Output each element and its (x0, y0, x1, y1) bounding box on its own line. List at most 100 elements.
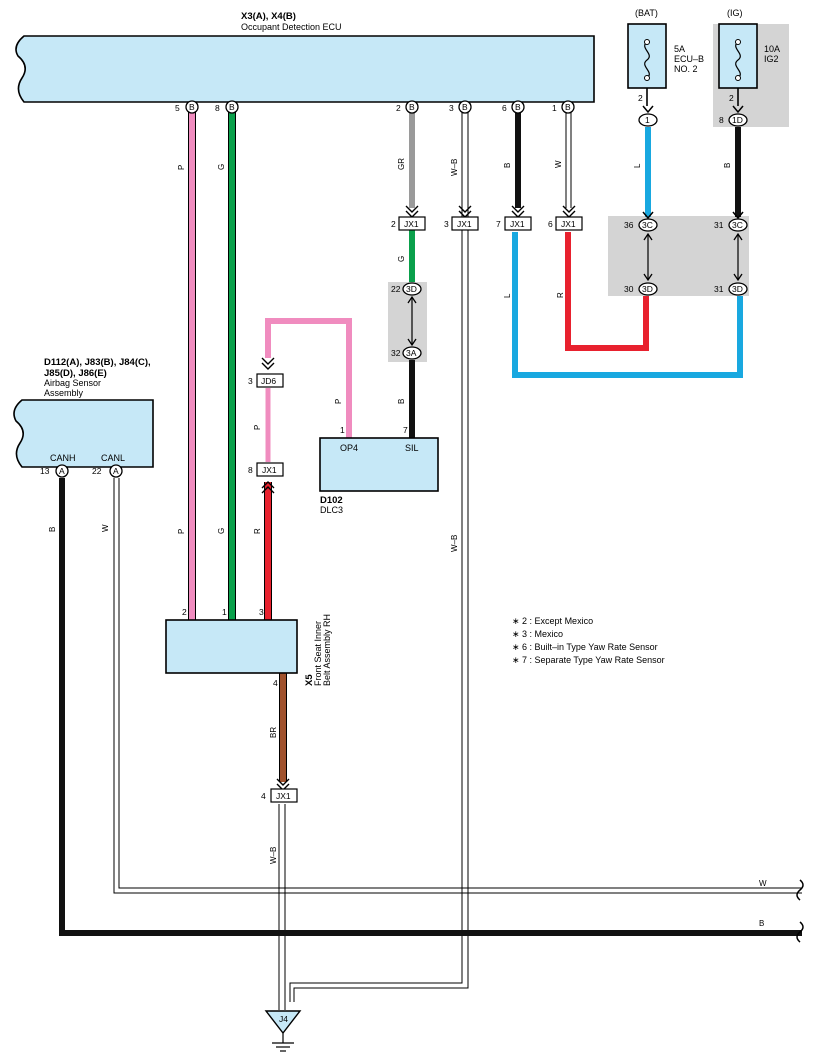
x5-label: X5 Front Seat Inner Belt Assembly RH (304, 614, 332, 686)
svg-text:3: 3 (248, 376, 253, 386)
junction-connector-area-3c-3d (608, 216, 749, 296)
svg-text:B: B (189, 102, 195, 112)
ig-fuse-name: IG2 (764, 54, 779, 64)
bat-fuse-pin: 2 (638, 93, 643, 103)
svg-text:B: B (515, 102, 521, 112)
wire-label-p-op4: P (334, 399, 343, 404)
fuse-ecu-b-no2 (627, 23, 667, 106)
ecu-pin-6: 6 B (502, 100, 525, 114)
svg-text:6: 6 (502, 103, 507, 113)
ecu-pin-1: 1 B (552, 100, 575, 114)
svg-text:36: 36 (624, 220, 634, 230)
x5-pin-3: 3 (259, 607, 264, 617)
junction-3d-30: 3D 30 (624, 282, 658, 296)
dlc3-sil-pin: 7 (403, 425, 408, 435)
ecu-name: Occupant Detection ECU (241, 22, 342, 32)
svg-text:2: 2 (391, 219, 396, 229)
wire-label-p-bottom: P (177, 529, 186, 534)
svg-text:3A: 3A (406, 348, 417, 358)
svg-text:JX1: JX1 (404, 219, 419, 229)
airbag-pin-canl: 22 A (92, 464, 123, 478)
wire-label-b-ecu: B (503, 163, 512, 168)
ig-fuse-rating: 10A (764, 44, 780, 54)
svg-text:3D: 3D (732, 284, 743, 294)
svg-text:2: 2 (396, 103, 401, 113)
jd6-connector: JD6 3 (248, 357, 284, 388)
bat-fuse-name: ECU–B (674, 54, 704, 64)
junction-3c-36: 3C 36 (624, 211, 658, 232)
svg-text:3: 3 (444, 219, 449, 229)
junction-3d-22: 3D 22 (391, 282, 422, 296)
airbag-canl: CANL (101, 453, 125, 463)
wire-label-l-jx1: L (503, 293, 512, 298)
svg-text:4: 4 (261, 791, 266, 801)
front-seat-inner-belt-assembly (165, 619, 298, 674)
jx1-pin-7: JX1 7 (496, 205, 532, 231)
wire-label-b-right: B (759, 919, 764, 928)
jx1-pin-8: JX1 8 (248, 462, 284, 494)
svg-text:1: 1 (645, 115, 650, 125)
svg-text:6: 6 (548, 219, 553, 229)
bat-fuse-name2: NO. 2 (674, 64, 698, 74)
svg-text:31: 31 (714, 284, 724, 294)
note-2: ∗ 3 : Mexico (512, 629, 563, 639)
wire-label-w-canl: W (101, 524, 110, 532)
wire-label-r-x5: R (253, 528, 262, 534)
wire-label-b-sil: B (397, 399, 406, 404)
ig-supply-label: (IG) (727, 8, 743, 18)
ecu-pins: 5 B 8 B 2 B 3 B 6 B 1 B (175, 100, 575, 114)
wire-label-g-top: G (217, 164, 226, 170)
note-3: ∗ 6 : Built–in Type Yaw Rate Sensor (512, 642, 658, 652)
x5-pin-4: 4 (273, 678, 278, 688)
wire-p-jd6-op4 (265, 318, 352, 462)
svg-text:22: 22 (92, 466, 102, 476)
dlc3-op4-pin: 1 (340, 425, 345, 435)
airbag-sensor-assembly (13, 399, 154, 468)
svg-text:8: 8 (248, 465, 253, 475)
wire-b-canh (59, 478, 804, 943)
x5-pin-1: 1 (222, 607, 227, 617)
svg-text:B: B (229, 102, 235, 112)
svg-text:JX1: JX1 (262, 465, 277, 475)
fuse-ig2 (718, 23, 758, 106)
svg-text:3D: 3D (642, 284, 653, 294)
wire-l-jx1-3d (512, 232, 743, 378)
wire-w-ecu-jx1 (565, 112, 572, 208)
jx1-pin-6: JX1 6 (548, 205, 583, 231)
wire-wb-jx1-ground (278, 804, 286, 1010)
junction-3d-31: 3D 31 (714, 282, 748, 296)
svg-text:A: A (113, 466, 119, 476)
wire-label-p-top: P (177, 165, 186, 170)
svg-text:8: 8 (215, 103, 220, 113)
x5-name-1: Front Seat Inner (313, 621, 323, 686)
svg-text:32: 32 (391, 348, 401, 358)
svg-text:13: 13 (40, 466, 50, 476)
svg-text:3: 3 (449, 103, 454, 113)
note-1: ∗ 2 : Except Mexico (512, 616, 593, 626)
ecu-title: X3(A), X4(B) (241, 11, 296, 22)
dlc3-connector (319, 437, 439, 492)
svg-text:B: B (409, 102, 415, 112)
airbag-name-2: Assembly (44, 388, 84, 398)
wire-label-w-right: W (759, 879, 767, 888)
svg-text:JX1: JX1 (561, 219, 576, 229)
svg-text:A: A (59, 466, 65, 476)
svg-text:B: B (462, 102, 468, 112)
wire-label-g-bottom: G (217, 528, 226, 534)
ig-junction-1d: 1D 8 (719, 105, 748, 127)
x5-pin-2: 2 (182, 607, 187, 617)
junction-link-3c-3d-left (643, 232, 653, 282)
junction-link-3c-3d-right (733, 232, 743, 282)
wire-label-b-ig: B (723, 163, 732, 168)
airbag-name-1: Airbag Sensor (44, 378, 101, 388)
svg-text:3C: 3C (642, 220, 653, 230)
wire-label-wb-bottom: W–B (269, 847, 278, 864)
ig-fuse-pin: 2 (729, 93, 734, 103)
wire-label-g-jx1: G (397, 256, 406, 262)
wire-label-wb-mid: W–B (450, 535, 459, 552)
occupant-detection-ecu (15, 35, 595, 103)
svg-text:JX1: JX1 (276, 791, 291, 801)
wire-label-w-ecu: W (554, 160, 563, 168)
wire-label-l-bat: L (633, 163, 642, 168)
svg-text:1: 1 (552, 103, 557, 113)
